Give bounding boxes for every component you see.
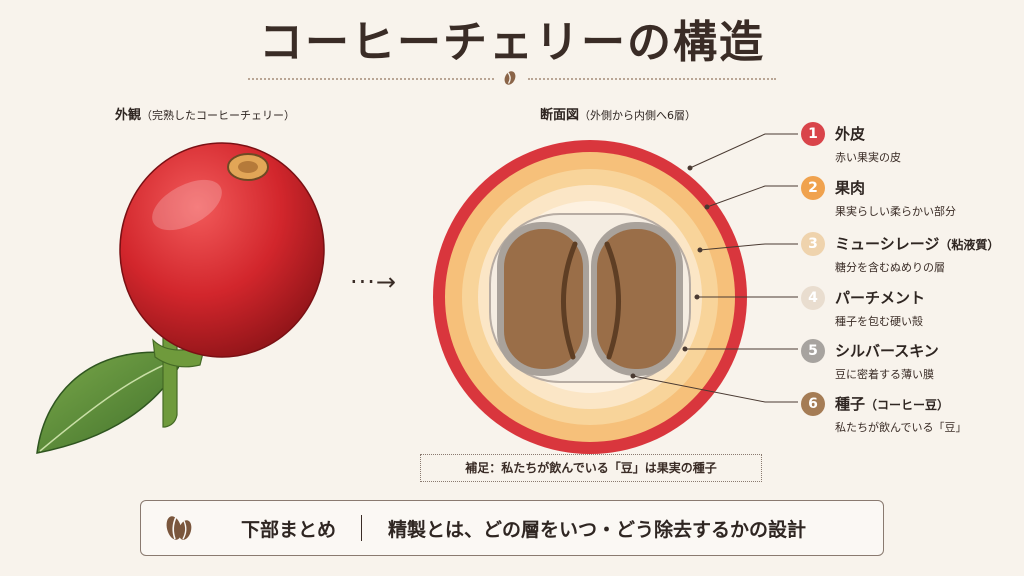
layer-6-bean-left — [504, 229, 583, 369]
coffee-bean-icon — [504, 71, 516, 85]
layer-description: 種子を包む硬い殻 — [835, 315, 923, 328]
layer-description: 赤い果実の皮 — [835, 151, 901, 164]
summary-label: 下部まとめ — [241, 519, 337, 541]
summary-divider — [361, 515, 362, 541]
layer-number-badge: 3 — [801, 232, 825, 256]
section-heading: 断面図（外側から内側へ6層） — [540, 104, 696, 123]
cross-section-diagram — [433, 140, 747, 454]
layer-description: 豆に密着する薄い膜 — [835, 368, 934, 381]
layer-number-badge: 6 — [801, 392, 825, 416]
layer-description: 私たちが飲んでいる「豆」 — [835, 421, 967, 434]
layer-number-badge: 2 — [801, 176, 825, 200]
exterior-label: 外観 — [115, 108, 142, 123]
exterior-heading: 外観（完熟したコーヒーチェリー） — [115, 104, 295, 123]
title-divider-right — [528, 78, 776, 80]
layer-description: 果実らしい柔らかい部分 — [835, 205, 956, 218]
layer-number-badge: 5 — [801, 339, 825, 363]
layer-name: 種子（コーヒー豆） — [835, 395, 950, 413]
layer-name: パーチメント — [835, 289, 926, 307]
summary-box: 下部まとめ 精製とは、どの層をいつ・どう除去するかの設計 — [140, 500, 884, 556]
layer-name: シルバースキン — [835, 342, 939, 360]
exterior-sublabel: （完熟したコーヒーチェリー） — [141, 109, 296, 122]
layer-description: 糖分を含むぬめりの層 — [835, 261, 945, 274]
title-divider-left — [248, 78, 494, 80]
page-title: コーヒーチェリーの構造 — [259, 17, 765, 68]
layer-name: ミューシレージ（粘液質） — [835, 235, 1000, 253]
coffee-bean-icon — [166, 516, 192, 540]
supplementary-note: 補足：私たちが飲んでいる「豆」は果実の種子 — [420, 454, 762, 482]
layer-number-badge: 1 — [801, 122, 825, 146]
section-label: 断面図 — [540, 108, 580, 123]
summary-text: 精製とは、どの層をいつ・どう除去するかの設計 — [388, 519, 807, 541]
cherry-illustration — [36, 142, 325, 454]
layer-number-badge: 4 — [801, 286, 825, 310]
layer-name: 外皮 — [835, 125, 866, 143]
cherry-body — [119, 142, 325, 358]
section-sublabel: （外側から内側へ6層） — [579, 109, 697, 122]
layer-name: 果肉 — [835, 179, 866, 197]
transition-arrow: ···→ — [350, 268, 397, 296]
